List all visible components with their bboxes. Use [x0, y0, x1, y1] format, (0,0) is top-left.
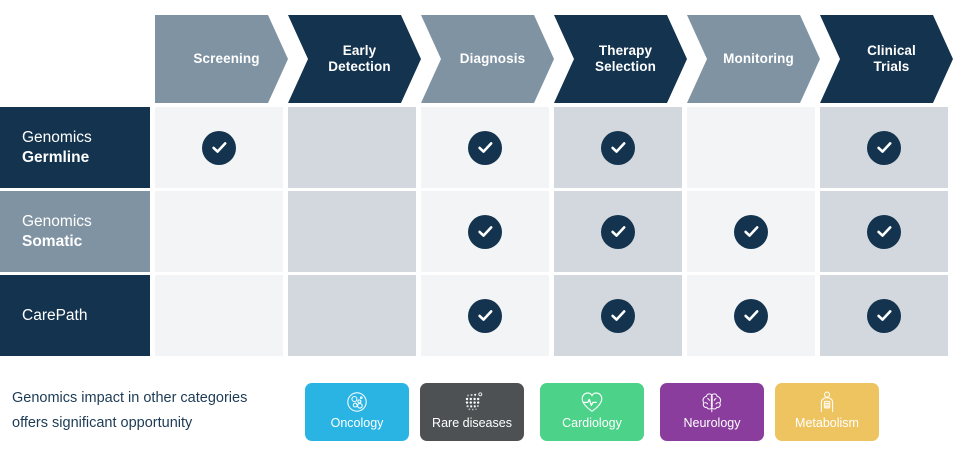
footnote-text: Genomics impact in other categories offe…	[12, 386, 297, 436]
matrix-row-label-carepath: CarePath	[0, 275, 150, 356]
category-badge-label: Neurology	[683, 416, 741, 430]
category-badge-oncology[interactable]: Oncology	[305, 383, 409, 441]
matrix-column-header-monitoring: Monitoring	[687, 15, 820, 103]
matrix-cell	[421, 275, 549, 356]
category-badge-neurology[interactable]: Neurology	[660, 383, 764, 441]
matrix-cell	[288, 191, 416, 272]
category-badge-rare-diseases[interactable]: Rare diseases	[420, 383, 524, 441]
matrix-column-header-therapy-selection: Therapy Selection	[554, 15, 687, 103]
matrix-cell	[288, 107, 416, 188]
column-header-label: Screening	[193, 50, 260, 66]
matrix-cell	[820, 107, 948, 188]
column-header-label: Monitoring	[723, 50, 794, 66]
cells-circle-icon	[345, 389, 369, 415]
check-circle-icon	[734, 214, 768, 249]
matrix-cell	[421, 107, 549, 188]
category-badge-label: Rare diseases	[432, 416, 512, 430]
matrix-cell	[554, 191, 682, 272]
category-badge-label: Cardiology	[562, 416, 622, 430]
heart-pulse-icon	[579, 389, 605, 415]
category-badge-label: Metabolism	[795, 416, 859, 430]
category-badge-label: Oncology	[330, 416, 384, 430]
matrix-cell	[155, 107, 283, 188]
matrix-cell	[820, 275, 948, 356]
matrix-header-row: Screening Early Detection Diagnosis Therapy…	[155, 15, 953, 103]
capability-matrix: Screening Early Detection Diagnosis Therapy…	[0, 15, 953, 356]
check-circle-icon	[734, 298, 768, 333]
column-header-label: Diagnosis	[459, 50, 526, 66]
matrix-column-header-clinical-trials: Clinical Trials	[820, 15, 953, 103]
check-circle-icon	[601, 298, 635, 333]
check-circle-icon	[867, 214, 901, 249]
check-circle-icon	[867, 298, 901, 333]
matrix-column-header-early-detection: Early Detection	[288, 15, 421, 103]
matrix-cell	[687, 107, 815, 188]
body-torso-icon	[815, 389, 839, 415]
check-circle-icon	[468, 214, 502, 249]
column-header-label: Early Detection	[328, 42, 391, 74]
row-label-line-1: Genomics	[22, 212, 92, 230]
matrix-cell	[554, 275, 682, 356]
row-label-line-1: CarePath	[22, 306, 88, 324]
row-label-line-1: Genomics	[22, 128, 92, 146]
matrix-cell	[155, 191, 283, 272]
check-circle-icon	[601, 130, 635, 165]
matrix-cell	[820, 191, 948, 272]
matrix-cell	[155, 275, 283, 356]
row-label-line-2: Germline	[22, 148, 90, 166]
check-circle-icon	[601, 214, 635, 249]
check-circle-icon	[867, 130, 901, 165]
matrix-cell	[421, 191, 549, 272]
column-header-label: Therapy Selection	[595, 42, 656, 74]
matrix-cell	[687, 191, 815, 272]
matrix-column-header-diagnosis: Diagnosis	[421, 15, 554, 103]
dot-matrix-icon	[460, 389, 485, 415]
check-circle-icon	[468, 298, 502, 333]
row-label-line-2: Somatic	[22, 232, 83, 250]
category-badge-metabolism[interactable]: Metabolism	[775, 383, 879, 441]
matrix-column-header-screening: Screening	[155, 15, 288, 103]
check-circle-icon	[202, 130, 236, 165]
footnote-line-1: Genomics impact in other categories	[12, 390, 248, 406]
matrix-cell	[288, 275, 416, 356]
category-badge-cardiology[interactable]: Cardiology	[540, 383, 644, 441]
brain-icon	[699, 389, 725, 415]
check-circle-icon	[468, 130, 502, 165]
footnote-line-2: offers significant opportunity	[12, 414, 193, 431]
column-header-label: Clinical Trials	[867, 42, 916, 74]
matrix-cell	[687, 275, 815, 356]
footer-section: Genomics impact in other categories offe…	[0, 378, 976, 450]
matrix-cell	[554, 107, 682, 188]
